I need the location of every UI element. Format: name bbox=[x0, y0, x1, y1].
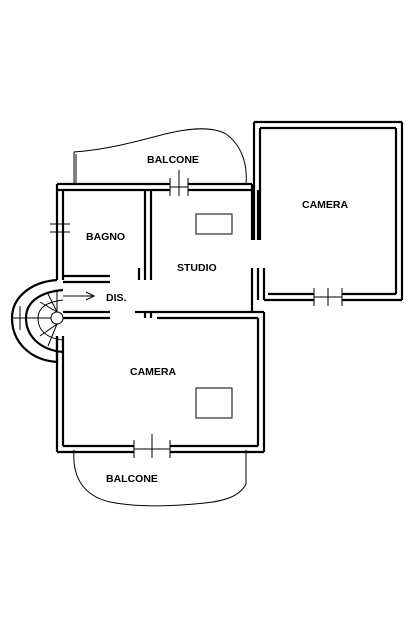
spiral-stair bbox=[10, 278, 96, 364]
top-balcony-outline bbox=[73, 128, 247, 185]
outer-walls bbox=[55, 182, 266, 454]
balcony-top-label: BALCONE bbox=[147, 154, 199, 166]
right-bedroom-walls bbox=[252, 120, 404, 302]
window-marks bbox=[12, 170, 343, 458]
balcony-bottom-label: BALCONE bbox=[106, 473, 158, 485]
study-label: STUDIO bbox=[177, 262, 217, 274]
furniture bbox=[195, 213, 233, 419]
bathroom-label: BAGNO bbox=[86, 231, 125, 243]
bedroom-main-label: CAMERA bbox=[130, 366, 176, 378]
interior-walls bbox=[63, 190, 264, 320]
hallway-label: DIS. bbox=[106, 292, 127, 304]
bottom-balcony-outline bbox=[73, 449, 247, 507]
bedroom-right-label: CAMERA bbox=[302, 199, 348, 211]
